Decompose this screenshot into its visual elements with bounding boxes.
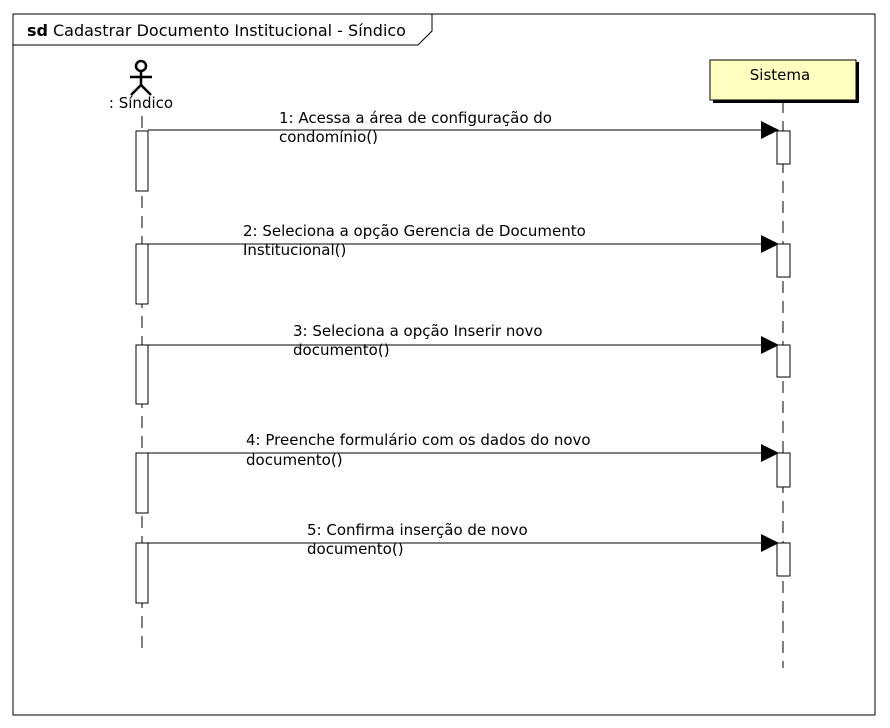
actor-label: : Síndico <box>109 94 173 112</box>
system-activation <box>776 130 791 165</box>
frame-title: Cadastrar Documento Institucional - Sínd… <box>53 21 406 40</box>
actor-activation <box>135 344 149 405</box>
arrowhead-icon <box>761 336 779 354</box>
frame-keyword: sd <box>27 21 48 40</box>
system-box <box>709 59 857 101</box>
message-label: documento() <box>293 341 390 359</box>
message-label: Institucional() <box>243 241 346 259</box>
message-label: condomínio() <box>279 128 378 146</box>
message-label: documento() <box>307 540 404 558</box>
arrowhead-icon <box>761 235 779 253</box>
message-label: 5: Confirma inserção de novo <box>307 521 528 539</box>
message-label: 2: Seleciona a opção Gerencia de Documen… <box>243 222 586 240</box>
message-label: 3: Seleciona a opção Inserir novo <box>293 322 543 340</box>
system-activation <box>776 243 791 278</box>
message-label: 4: Preenche formulário com os dados do n… <box>246 431 591 449</box>
actor-activation <box>135 130 149 192</box>
system-activation <box>776 542 791 577</box>
arrowhead-icon <box>761 444 779 462</box>
actor-activation <box>135 243 149 305</box>
system-label: Sistema <box>750 66 810 84</box>
frame-tab <box>13 14 433 46</box>
actor-activation <box>135 542 149 604</box>
system-activation <box>776 452 791 488</box>
arrowhead-icon <box>761 121 779 139</box>
arrowhead-icon <box>761 534 779 552</box>
frame-border <box>12 13 876 716</box>
system-activation <box>776 344 791 378</box>
actor-activation <box>135 452 149 514</box>
frame-label: sd Cadastrar Documento Institucional - Sí… <box>27 21 406 40</box>
message-label: 1: Acessa a área de configuração do <box>279 109 552 127</box>
message-label: documento() <box>246 451 343 469</box>
actor-figure-icon <box>130 59 152 96</box>
